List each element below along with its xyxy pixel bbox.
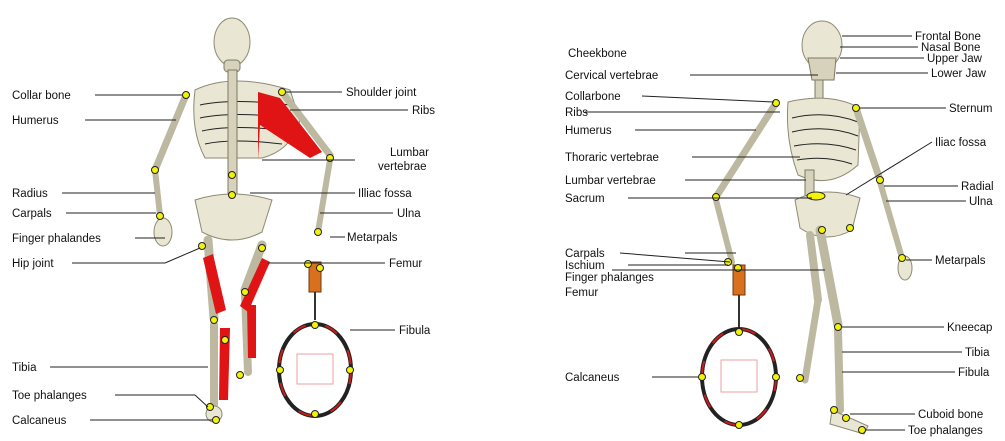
label-lumbar: Lumbar: [390, 147, 429, 159]
label-illiac-fossa: Illiac fossa: [358, 188, 412, 200]
left-pelvis: [195, 194, 272, 240]
label-collarbone: Collarbone: [565, 91, 621, 103]
label-iliac-fossa: Iliac fossa: [935, 137, 987, 149]
left-skull: [214, 18, 250, 66]
left-skeleton: [152, 18, 354, 424]
left-hand: [154, 218, 172, 246]
right-jaw: [808, 58, 836, 80]
label-humerus-right: Humerus: [565, 125, 612, 137]
label-radius: Radius: [12, 188, 48, 200]
label-toe-phalanges-right: Toe phalanges: [908, 425, 983, 437]
label-ribs: Ribs: [412, 105, 435, 117]
label-radial: Radial: [961, 181, 994, 193]
label-upper-jaw: Upper Jaw: [927, 53, 983, 65]
label-ulna: Ulna: [397, 208, 421, 220]
label-finger-phalandes: Finger phalandes: [12, 233, 101, 245]
label-ulna-right: Ulna: [969, 196, 993, 208]
label-fibula: Fibula: [399, 325, 431, 337]
label-cheekbone: Cheekbone: [568, 48, 627, 60]
label-metarpals: Metarpals: [347, 232, 398, 244]
label-ischium: Ischium: [565, 260, 605, 272]
label-lower-jaw: Lower Jaw: [931, 68, 987, 80]
left-highlight-shin2: [247, 305, 256, 358]
label-metarpals-right: Metarpals: [935, 255, 986, 267]
label-carpals: Carpals: [12, 208, 52, 220]
label-calcaneus: Calcaneus: [12, 415, 67, 427]
label-collar-bone: Collar bone: [12, 90, 71, 102]
label-lumbar-vertebrae: Lumbar vertebrae: [565, 175, 656, 187]
label-cuboid-bone: Cuboid bone: [918, 409, 983, 421]
label-cervical-vertebrae: Cervical vertebrae: [565, 70, 658, 82]
label-femur-right: Femur: [565, 287, 598, 299]
label-thoraric-vertebrae: Thoraric vertebrae: [565, 152, 659, 164]
label-finger-phalanges-visible: Finger phalanges: [565, 272, 654, 284]
label-shoulder-joint: Shoulder joint: [346, 87, 417, 99]
left-spine: [228, 70, 237, 200]
label-vertebrae: vertebrae: [378, 161, 427, 173]
label-tibia: Tibia: [12, 362, 37, 374]
label-hip-joint: Hip joint: [12, 258, 54, 270]
right-ribcage: [787, 98, 860, 180]
left-highlight-thigh: [203, 254, 226, 314]
label-sternum: Sternum: [949, 103, 992, 115]
label-sacrum: Sacrum: [565, 193, 605, 205]
label-kneecap: Kneecap: [947, 322, 992, 334]
label-humerus: Humerus: [12, 115, 59, 127]
label-ribs-right: Ribs: [565, 107, 588, 119]
label-tibia-right: Tibia: [965, 347, 990, 359]
label-calcaneus-right: Calcaneus: [565, 372, 620, 384]
label-toe-phalanges: Toe phalanges: [12, 390, 87, 402]
label-carpals-right: Carpals: [565, 248, 605, 260]
label-femur: Femur: [389, 258, 422, 270]
label-fibula-right: Fibula: [958, 367, 990, 379]
